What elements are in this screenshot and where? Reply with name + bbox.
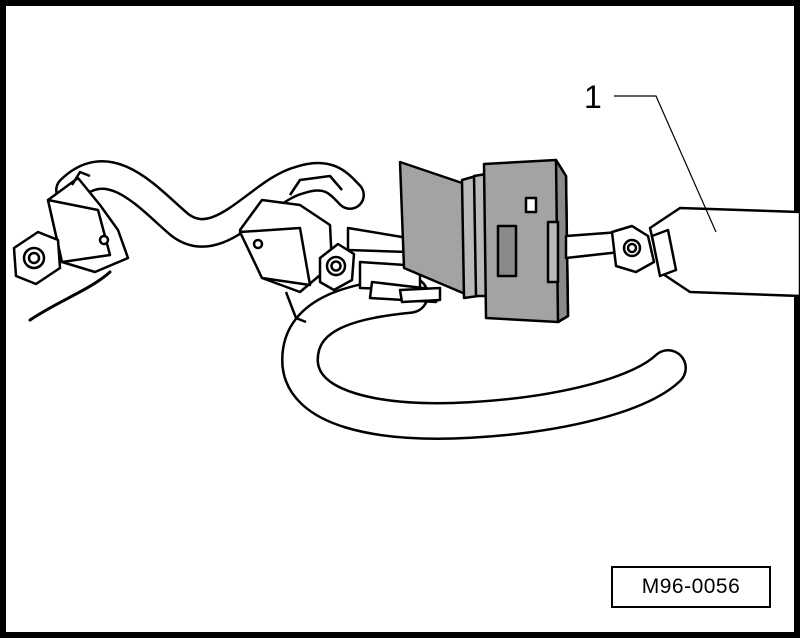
left-sensor xyxy=(12,170,130,286)
main-connector xyxy=(398,158,570,324)
figure-code-box: M96-0056 xyxy=(611,566,771,608)
callout-number: 1 xyxy=(584,79,602,115)
figure-code: M96-0056 xyxy=(641,575,741,598)
callout-leader-line xyxy=(614,95,717,233)
right-sensor xyxy=(238,174,356,324)
connector-rod xyxy=(564,224,656,274)
tool-handle xyxy=(648,206,800,298)
